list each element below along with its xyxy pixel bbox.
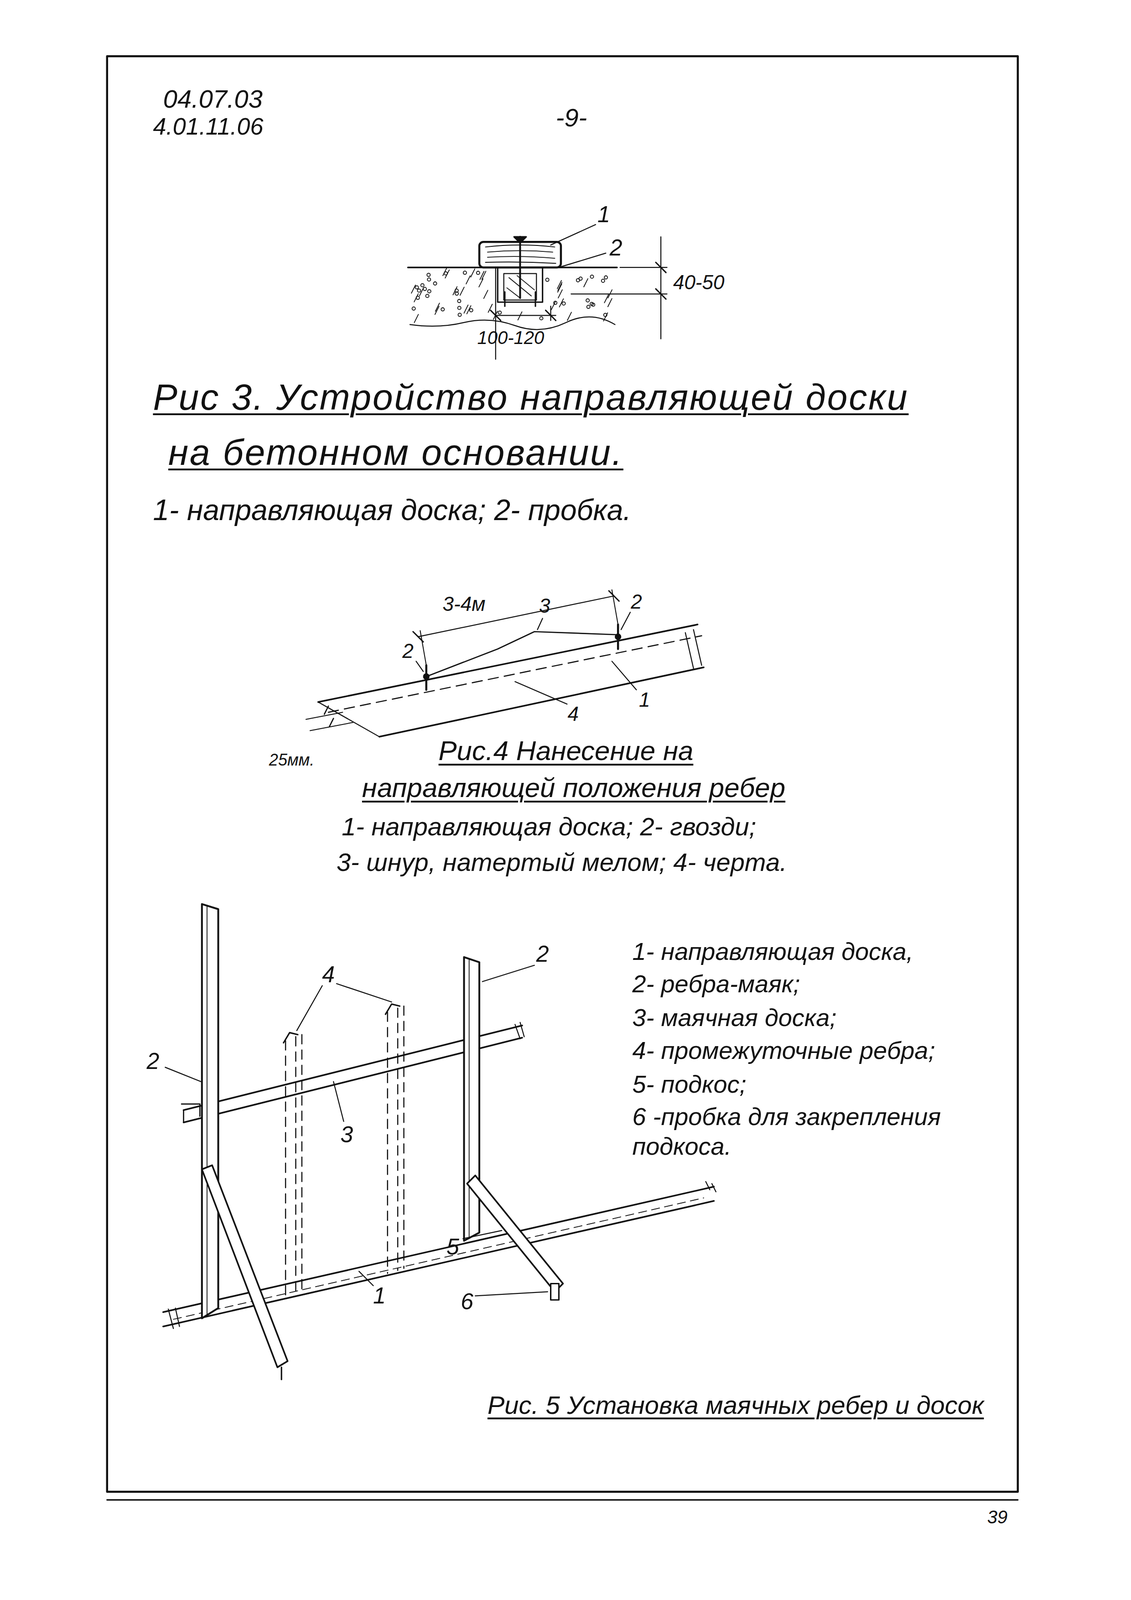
- figure-caption: направляющей положения ребер: [362, 771, 786, 805]
- callout-number: 2: [146, 1047, 160, 1075]
- callout-number: 3: [539, 593, 550, 618]
- sheet-frame: [107, 56, 1018, 1491]
- figure-caption: Рис 3. Устройство направляющей доски: [152, 375, 909, 420]
- legend-item: 6 -пробка для закрепления подкоса.: [632, 1101, 1000, 1161]
- sheet-code: 4.01.11.06: [152, 112, 264, 141]
- callout-number: 1: [597, 200, 611, 229]
- dimension: 25мм.: [269, 749, 315, 770]
- page-number: -9-: [555, 102, 587, 133]
- callout-number: 4: [321, 960, 335, 988]
- figure-4-guide-board: [306, 589, 704, 737]
- callout-number: 1: [638, 687, 650, 712]
- figure-caption: на бетонном основании.: [168, 430, 624, 475]
- sheet-bottom-line: [107, 1498, 1018, 1500]
- dimension: 100-120: [477, 326, 545, 349]
- legend-item: 4- промежуточные ребра;: [632, 1035, 935, 1065]
- callout-number: 1: [373, 1281, 386, 1309]
- callout-number: 6: [460, 1287, 474, 1315]
- callout-number: 2: [402, 638, 414, 663]
- legend-item: 2- ребра-маяк;: [632, 968, 800, 999]
- dimension: 3-4м: [442, 591, 486, 616]
- legend-item: 5- подкос;: [632, 1068, 747, 1099]
- callout-number: 2: [609, 233, 623, 262]
- figure-legend: 1- направляющая доска; 2- гвозди;: [341, 810, 757, 842]
- callout-number: 3: [340, 1120, 353, 1148]
- figure-legend: 1- направляющая доска; 2- пробка.: [152, 492, 632, 528]
- legend-item: 1- направляющая доска,: [632, 936, 914, 966]
- figure-caption: Рис. 5 Установка маячных ребер и досок: [487, 1389, 984, 1420]
- figure-3-section: [407, 224, 667, 359]
- callout-number: 5: [446, 1232, 460, 1261]
- sheet-number: 39: [987, 1505, 1008, 1528]
- callout-number: 2: [536, 939, 550, 968]
- callout-number: 2: [630, 589, 642, 614]
- callout-number: 4: [567, 701, 579, 727]
- figure-caption: Рис.4 Нанесение на: [438, 734, 694, 768]
- figure-legend: 3- шнур, натертый мелом; 4- черта.: [336, 846, 788, 877]
- sheet-code: 04.07.03: [163, 83, 263, 115]
- dimension: 40-50: [673, 270, 725, 295]
- legend-item: 3- маячная доска;: [632, 1002, 837, 1033]
